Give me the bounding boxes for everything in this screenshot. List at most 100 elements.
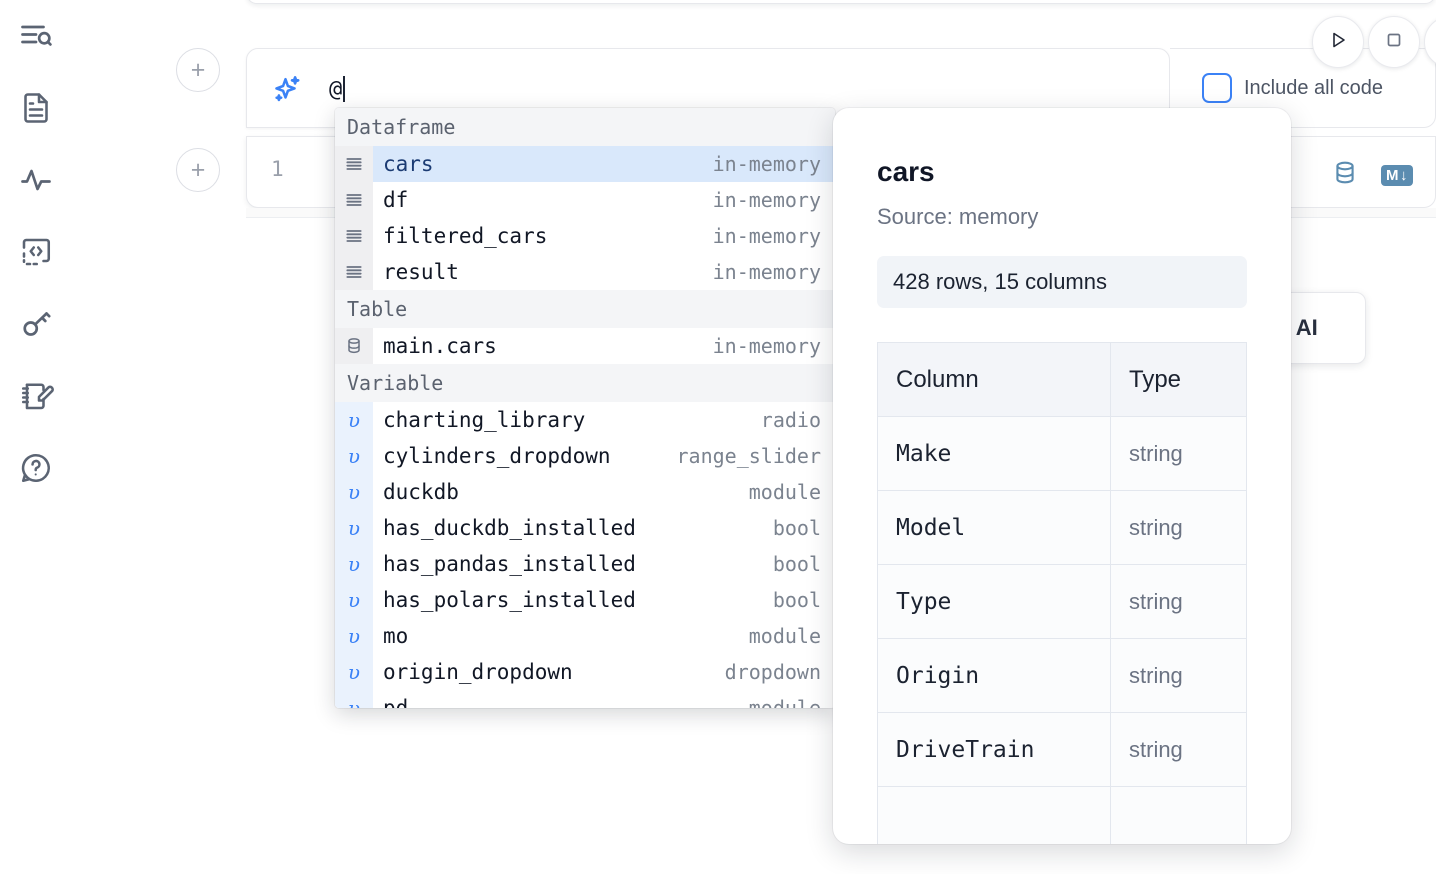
- add-cell-button-bottom[interactable]: +: [176, 148, 220, 192]
- autocomplete-item-kind: in-memory: [712, 260, 821, 284]
- doc-column-name: [877, 786, 1111, 844]
- cell-above-partial: [246, 0, 1436, 4]
- doc-table-row: [877, 786, 1247, 844]
- question-chat-icon: [18, 450, 54, 486]
- include-all-code-toggle[interactable]: Include all code: [1202, 73, 1383, 103]
- autocomplete-item-name: has_polars_installed: [383, 588, 636, 612]
- square-stop-icon: [1382, 28, 1406, 57]
- doc-column-name: Origin: [877, 638, 1111, 713]
- markdown-badge-letter: M: [1386, 167, 1399, 184]
- doc-table-header-row: Column Type: [877, 342, 1247, 417]
- dataframe-rows-icon: [335, 182, 373, 218]
- sidebar-item-explore-search[interactable]: [12, 12, 60, 60]
- doc-column-name: Model: [877, 490, 1111, 565]
- autocomplete-item[interactable]: cars in-memory: [335, 146, 835, 182]
- autocomplete-item-name: result: [383, 260, 459, 284]
- sidebar-item-help[interactable]: [12, 444, 60, 492]
- autocomplete-item-kind: radio: [760, 408, 821, 432]
- include-all-code-label: Include all code: [1244, 76, 1383, 99]
- autocomplete-section-header: Variable: [335, 364, 835, 402]
- autocomplete-item-kind: in-memory: [712, 188, 821, 212]
- autocomplete-item-name: df: [383, 188, 409, 212]
- autocomplete-item-kind: module: [748, 696, 821, 708]
- autocomplete-item[interactable]: υ cylinders_dropdown range_slider: [335, 438, 835, 474]
- autocomplete-item-name: cars: [383, 152, 434, 176]
- dataframe-rows-icon: [335, 254, 373, 290]
- autocomplete-item-kind: in-memory: [712, 224, 821, 248]
- code-brackets-icon: [18, 234, 54, 270]
- variable-upsilon-icon: υ: [335, 582, 373, 618]
- cell-action-icons: M↓: [1331, 159, 1413, 192]
- key-icon: [18, 306, 54, 342]
- autocomplete-item-kind: in-memory: [712, 152, 821, 176]
- notepad-pencil-icon: [18, 378, 54, 414]
- autocomplete-item-kind: module: [748, 624, 821, 648]
- autocomplete-item[interactable]: result in-memory: [335, 254, 835, 290]
- doc-column-type: string: [1110, 712, 1247, 787]
- autocomplete-item-name: main.cars: [383, 334, 497, 358]
- autocomplete-item-kind: bool: [772, 516, 821, 540]
- autocomplete-item-kind: in-memory: [712, 334, 821, 358]
- dataframe-rows-icon: [335, 146, 373, 182]
- autocomplete-item-name: origin_dropdown: [383, 660, 573, 684]
- autocomplete-item[interactable]: υ has_pandas_installed bool: [335, 546, 835, 582]
- activity-pulse-icon: [18, 162, 54, 198]
- sidebar-item-activity[interactable]: [12, 156, 60, 204]
- add-cell-button-top[interactable]: +: [176, 48, 220, 92]
- sidebar-item-notebook-file[interactable]: [12, 84, 60, 132]
- variable-upsilon-icon: υ: [335, 546, 373, 582]
- variable-upsilon-icon: υ: [335, 402, 373, 438]
- autocomplete-item-name: cylinders_dropdown: [383, 444, 611, 468]
- sidebar-item-snippets[interactable]: [12, 228, 60, 276]
- autocomplete-section-header: Table: [335, 290, 835, 328]
- document-icon: [18, 90, 54, 126]
- doc-header-type: Type: [1110, 342, 1247, 417]
- autocomplete-item-kind: range_slider: [676, 444, 822, 468]
- dataframe-rows-icon: [335, 218, 373, 254]
- doc-column-type: [1110, 786, 1247, 844]
- line-number: 1: [271, 157, 284, 181]
- stop-cell-button[interactable]: [1368, 16, 1420, 68]
- doc-column-type: string: [1110, 490, 1247, 565]
- markdown-badge-arrow: ↓: [1400, 167, 1408, 184]
- autocomplete-item-kind: bool: [772, 552, 821, 576]
- ai-prompt-input[interactable]: @: [329, 49, 1169, 129]
- include-all-code-checkbox[interactable]: [1202, 73, 1232, 103]
- variable-upsilon-icon: υ: [335, 438, 373, 474]
- doc-shape-badge: 428 rows, 15 columns: [877, 256, 1247, 308]
- sidebar-item-scratchpad[interactable]: [12, 372, 60, 420]
- doc-column-type: string: [1110, 564, 1247, 639]
- sparkle-ai-icon: [269, 71, 305, 107]
- markdown-badge[interactable]: M↓: [1381, 165, 1413, 186]
- autocomplete-item-name: has_pandas_installed: [383, 552, 636, 576]
- ai-prompt-value: @: [329, 76, 343, 102]
- autocomplete-item[interactable]: main.cars in-memory: [335, 328, 835, 364]
- run-cell-button[interactable]: [1312, 16, 1364, 68]
- text-caret: [343, 76, 346, 102]
- variable-upsilon-icon: υ: [335, 510, 373, 546]
- autocomplete-item-name: has_duckdb_installed: [383, 516, 636, 540]
- autocomplete-section-header: Dataframe: [335, 108, 835, 146]
- variable-upsilon-icon: υ: [335, 474, 373, 510]
- autocomplete-item[interactable]: υ has_duckdb_installed bool: [335, 510, 835, 546]
- left-icon-rail: [0, 0, 72, 874]
- variable-upsilon-icon: υ: [335, 654, 373, 690]
- sidebar-item-secrets[interactable]: [12, 300, 60, 348]
- database-icon[interactable]: [1331, 159, 1359, 192]
- database-icon: [335, 328, 373, 364]
- variable-upsilon-icon: υ: [335, 690, 373, 708]
- autocomplete-item[interactable]: df in-memory: [335, 182, 835, 218]
- autocomplete-item-name: pd: [383, 696, 409, 708]
- variable-upsilon-icon: υ: [335, 618, 373, 654]
